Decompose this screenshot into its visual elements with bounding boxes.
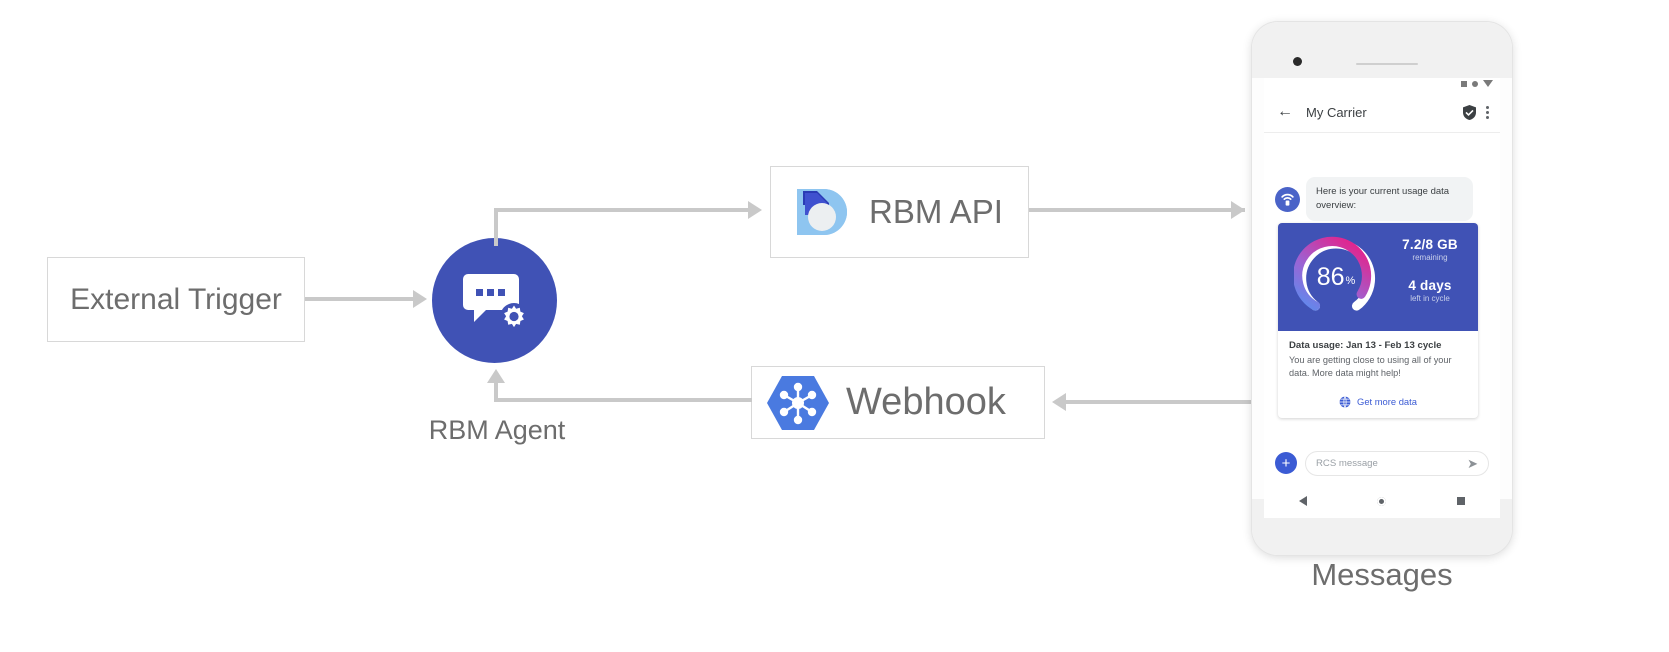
signal-square-icon (1461, 80, 1467, 87)
rbm-api-node[interactable]: RBM API (770, 166, 1029, 258)
overflow-menu-icon[interactable] (1486, 105, 1489, 119)
external-trigger-label: External Trigger (70, 282, 282, 316)
rich-card-description: You are getting close to using all of yo… (1289, 355, 1452, 379)
get-more-data-label: Get more data (1357, 396, 1417, 408)
data-remaining-caption: remaining (1412, 253, 1448, 262)
webhook-hexagon-icon (767, 375, 829, 430)
rbm-api-droplet-icon (797, 189, 847, 235)
rich-card[interactable]: 86 % 7.2/8 GB remaining 4 days left in c… (1278, 223, 1478, 418)
external-trigger-node[interactable]: External Trigger (47, 257, 305, 342)
rbm-agent-node[interactable] (432, 238, 557, 363)
conversation-title: My Carrier (1306, 104, 1367, 120)
days-left-value: 4 days (1408, 278, 1452, 293)
days-left-caption: left in cycle (1410, 294, 1450, 303)
usage-gauge (1294, 236, 1376, 311)
rich-card-title: Data usage: Jan 13 - Feb 13 cycle (1289, 340, 1442, 351)
gauge-value: 86 % (1294, 235, 1378, 319)
app-bar-actions (1463, 104, 1489, 120)
arrow-api-to-phone-head (1231, 201, 1245, 219)
rich-card-body: Data usage: Jan 13 - Feb 13 cycle You ar… (1278, 331, 1478, 387)
arrow-webhook-to-agent-horz (494, 398, 752, 402)
data-remaining-value: 7.2/8 GB (1402, 237, 1458, 252)
phone-top-bezel (1252, 22, 1512, 78)
app-bar: ← My Carrier (1264, 92, 1500, 133)
bot-message-bubble: Here is your current usage data overview… (1306, 177, 1473, 221)
wifi-dot-icon (1472, 80, 1478, 87)
messages-caption: Messages (1311, 557, 1453, 592)
rich-card-hero: 86 % 7.2/8 GB remaining 4 days left in c… (1278, 223, 1478, 331)
arrow-webhook-to-agent-head (487, 369, 505, 383)
gauge-unit: % (1345, 275, 1356, 287)
arrow-agent-to-api-horz (494, 208, 748, 212)
arrow-agent-to-api-vert (494, 208, 498, 246)
arrow-agent-to-api-head (748, 201, 762, 219)
arrow-trigger-to-agent-head (413, 290, 427, 308)
hero-stats: 7.2/8 GB remaining 4 days left in cycle (1384, 237, 1476, 303)
carrier-antenna-icon (1275, 187, 1300, 212)
globe-icon (1339, 396, 1351, 408)
plus-icon[interactable]: + (1275, 452, 1297, 474)
chat-gear-icon (462, 273, 528, 331)
speaker-grille (1356, 63, 1418, 65)
front-camera-icon (1293, 57, 1302, 66)
nav-back-icon[interactable] (1299, 496, 1308, 506)
get-more-data-button[interactable]: Get more data (1278, 387, 1478, 418)
arrow-phone-to-webhook-head (1052, 393, 1066, 411)
rbm-api-label: RBM API (869, 193, 1003, 230)
rcs-input-placeholder: RCS message (1316, 457, 1378, 469)
back-arrow-icon[interactable]: ← (1277, 103, 1293, 120)
rbm-agent-label: RBM Agent (428, 415, 566, 445)
nav-home-icon[interactable] (1377, 496, 1387, 506)
send-icon[interactable]: ➤ (1467, 455, 1478, 471)
android-nav-bar (1264, 488, 1500, 514)
phone-mockup: ← My Carrier (1252, 22, 1512, 555)
arrow-trigger-to-agent-line (305, 297, 413, 301)
verified-shield-icon[interactable] (1463, 104, 1476, 120)
webhook-node[interactable]: Webhook (751, 366, 1045, 439)
arrow-api-to-phone-line (1029, 208, 1245, 212)
battery-triangle-icon (1483, 80, 1493, 87)
rcs-message-input[interactable]: RCS message ➤ (1305, 450, 1489, 476)
webhook-label: Webhook (846, 381, 1006, 423)
status-bar (1461, 80, 1493, 87)
arrow-webhook-to-agent-vert (494, 382, 498, 402)
gauge-number: 86 (1316, 262, 1345, 291)
nav-recents-icon[interactable] (1456, 497, 1465, 505)
phone-screen: ← My Carrier (1264, 78, 1500, 518)
arrow-phone-to-webhook-line (1066, 400, 1256, 404)
message-composer: + RCS message ➤ (1264, 443, 1500, 483)
